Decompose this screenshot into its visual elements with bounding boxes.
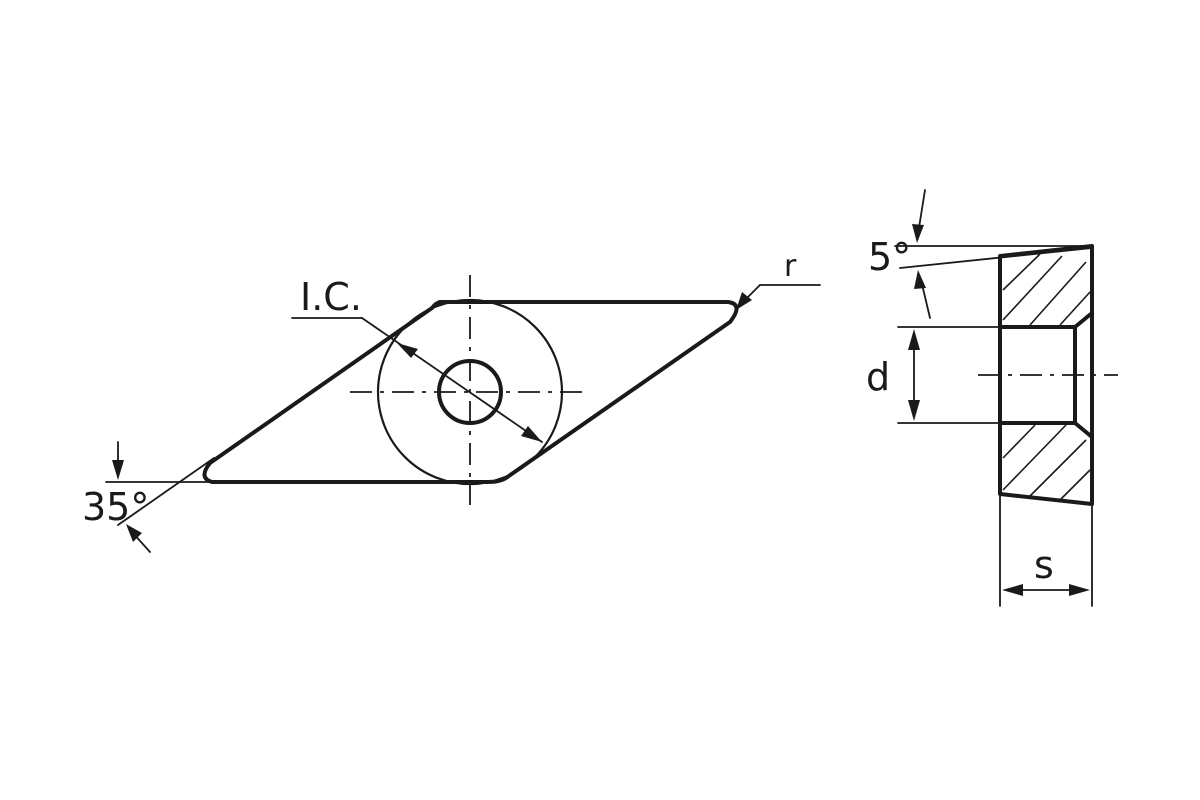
insert-side-view: 5° d s bbox=[866, 189, 1118, 607]
section-hatching-lower bbox=[1002, 424, 1091, 501]
s-arrow-right bbox=[1069, 584, 1090, 596]
radius-arrow bbox=[736, 292, 752, 310]
clearance-angle-label: 5° bbox=[868, 235, 911, 279]
ic-arrow-lower bbox=[521, 426, 542, 442]
section-hatching-upper bbox=[1002, 253, 1091, 326]
insert-top-view: I.C. r 35° bbox=[82, 249, 821, 553]
inscribed-circle bbox=[376, 298, 564, 486]
d-arrow-top bbox=[908, 329, 920, 350]
mounting-hole bbox=[437, 359, 503, 425]
radius-label: r bbox=[784, 249, 797, 284]
clearance-arrow-top bbox=[912, 224, 924, 243]
thickness-label: s bbox=[1034, 543, 1054, 587]
ic-dimension-line bbox=[361, 317, 543, 443]
clearance-extension-angled bbox=[899, 247, 1093, 269]
angle-arrow-bottom bbox=[126, 524, 142, 542]
d-arrow-bottom bbox=[908, 400, 920, 421]
ic-label: I.C. bbox=[300, 275, 362, 319]
ic-arrow-upper bbox=[397, 343, 418, 358]
s-arrow-left bbox=[1002, 584, 1023, 596]
point-angle-label: 35° bbox=[82, 485, 149, 529]
angle-extension-diagonal bbox=[117, 457, 215, 526]
angle-arrow-top bbox=[112, 460, 124, 480]
clearance-arrow-bottom bbox=[914, 270, 926, 289]
hole-diameter-label: d bbox=[866, 355, 890, 399]
